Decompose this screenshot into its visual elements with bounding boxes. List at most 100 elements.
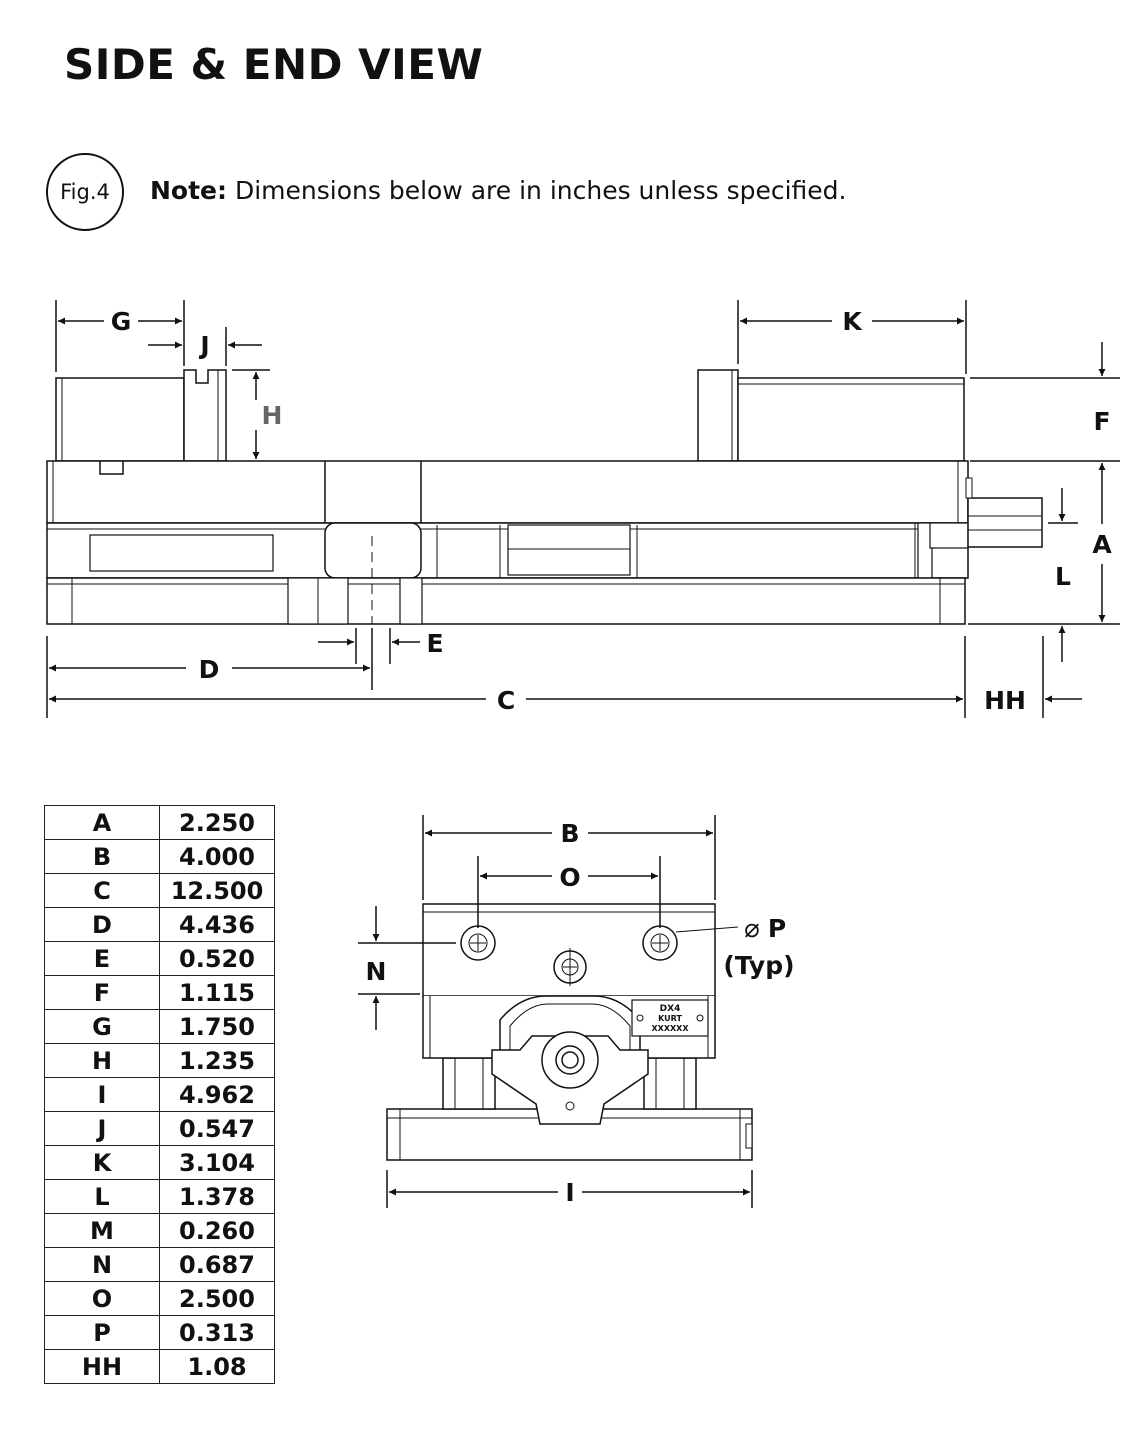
right-jaw-block <box>737 377 965 462</box>
label-j: J <box>198 331 209 360</box>
nameplate-serial: XXXXXX <box>651 1024 689 1033</box>
dim-key: B <box>44 839 160 874</box>
dim-key: G <box>44 1009 160 1044</box>
dim-key: A <box>44 805 160 840</box>
left-stud <box>442 1057 496 1110</box>
dim-key: I <box>44 1077 160 1112</box>
left-jaw-plate <box>183 369 227 462</box>
dim-key: F <box>44 975 160 1010</box>
label-g: G <box>111 307 132 336</box>
label-a: A <box>1092 530 1112 559</box>
handle-hub <box>929 522 969 549</box>
dim-value: 4.962 <box>159 1077 275 1112</box>
dim-key: D <box>44 907 160 942</box>
dim-key: O <box>44 1281 160 1316</box>
dim-key: C <box>44 873 160 908</box>
dim-key: J <box>44 1111 160 1146</box>
nameplate-brand: KURT <box>658 1014 682 1023</box>
right-jaw-plate <box>697 369 739 462</box>
dim-value: 1.08 <box>159 1349 275 1384</box>
screw-housing <box>324 522 422 579</box>
dim-key: E <box>44 941 160 976</box>
label-typ: (Typ) <box>723 951 794 980</box>
note-text: Dimensions below are in inches unless sp… <box>227 176 847 205</box>
nameplate <box>631 999 709 1037</box>
dim-key: K <box>44 1145 160 1180</box>
label-k: K <box>842 307 863 336</box>
dim-value: 0.687 <box>159 1247 275 1282</box>
dim-key: HH <box>44 1349 160 1384</box>
dim-value: 1.378 <box>159 1179 275 1214</box>
dim-value: 0.547 <box>159 1111 275 1146</box>
label-c: C <box>497 686 515 715</box>
dim-value: 1.750 <box>159 1009 275 1044</box>
nameplate-model: DX4 <box>660 1004 681 1014</box>
dim-key: H <box>44 1043 160 1078</box>
note-label: Note: <box>150 176 228 205</box>
dim-value: 0.260 <box>159 1213 275 1248</box>
dim-value: 12.500 <box>159 873 275 908</box>
page-title: SIDE & END VIEW <box>64 40 484 89</box>
dim-value: 3.104 <box>159 1145 275 1180</box>
dim-value: 2.250 <box>159 805 275 840</box>
label-l: L <box>1055 562 1071 591</box>
right-stud <box>643 1057 697 1110</box>
end-view <box>386 903 753 1161</box>
label-p: P <box>768 914 786 943</box>
dim-value: 1.235 <box>159 1043 275 1078</box>
end-view-labels: B O N ⌀ P (Typ) I <box>366 819 795 1207</box>
left-jaw-block <box>55 377 185 462</box>
dim-value: 4.436 <box>159 907 275 942</box>
label-e: E <box>426 629 443 658</box>
label-f: F <box>1093 407 1110 436</box>
dim-value: 4.000 <box>159 839 275 874</box>
units-note: Note: Dimensions below are in inches unl… <box>150 176 846 205</box>
dim-key: P <box>44 1315 160 1350</box>
handle-hex <box>967 497 1043 548</box>
diameter-icon: ⌀ <box>744 914 760 944</box>
side-view <box>46 369 1043 625</box>
label-o: O <box>559 863 580 892</box>
side-view-labels: G J H K F A L E D C HH <box>111 307 1113 715</box>
figure-label: Fig.4 <box>60 180 110 204</box>
side-view-dimensions <box>46 300 1120 718</box>
body-notch <box>99 461 124 475</box>
dim-value: 0.313 <box>159 1315 275 1350</box>
label-b: B <box>560 819 579 848</box>
center-window <box>507 524 631 576</box>
dim-value: 1.115 <box>159 975 275 1010</box>
nameplate-text: DX4 KURT XXXXXX <box>651 1004 689 1033</box>
label-hh: HH <box>984 686 1026 715</box>
vise-body <box>46 460 969 524</box>
dim-key: N <box>44 1247 160 1282</box>
dim-key: L <box>44 1179 160 1214</box>
dim-value: 0.520 <box>159 941 275 976</box>
label-n: N <box>366 957 387 986</box>
end-view-dimensions <box>358 815 753 1208</box>
figure-badge: Fig.4 <box>46 153 124 231</box>
dim-value: 2.500 <box>159 1281 275 1316</box>
label-d: D <box>199 655 220 684</box>
label-i: I <box>565 1178 574 1207</box>
dim-key: M <box>44 1213 160 1248</box>
slide-window <box>89 534 274 572</box>
